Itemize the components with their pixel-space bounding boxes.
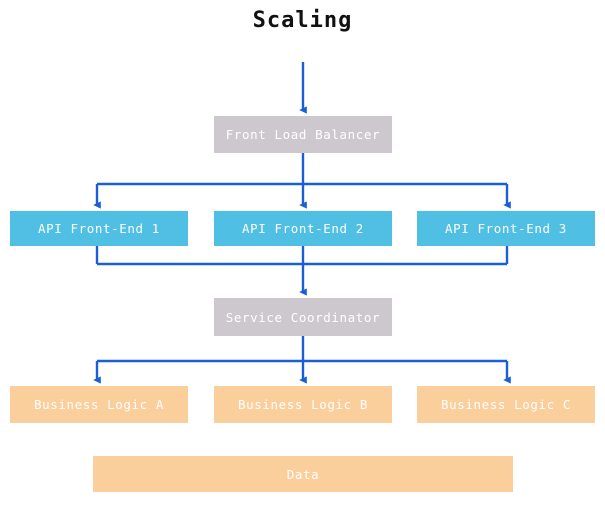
node-data-label: Data xyxy=(286,466,320,482)
diagram-title: Scaling xyxy=(252,8,353,33)
node-business-logic-b[interactable]: Business Logic B xyxy=(214,386,392,423)
node-service-coordinator-label: Service Coordinator xyxy=(225,309,381,325)
node-front-load-balancer[interactable]: Front Load Balancer xyxy=(214,116,392,153)
node-api-front-end-2-label: API Front-End 2 xyxy=(242,221,364,236)
node-api-front-end-3-label: API Front-End 3 xyxy=(445,221,567,236)
node-data[interactable]: Data xyxy=(93,456,513,492)
node-business-logic-c[interactable]: Business Logic C xyxy=(417,386,595,423)
node-service-coordinator[interactable]: Service Coordinator xyxy=(214,298,392,336)
node-api-front-end-3[interactable]: API Front-End 3 xyxy=(417,211,595,246)
node-front-load-balancer-label: Front Load Balancer xyxy=(225,127,381,142)
node-business-logic-a[interactable]: Business Logic A xyxy=(10,386,188,423)
node-business-logic-b-label: Business Logic B xyxy=(237,397,368,412)
node-business-logic-c-label: Business Logic C xyxy=(440,397,571,412)
node-api-front-end-1-label: API Front-End 1 xyxy=(38,221,160,236)
node-api-front-end-2[interactable]: API Front-End 2 xyxy=(214,211,392,246)
node-api-front-end-1[interactable]: API Front-End 1 xyxy=(10,211,188,246)
node-business-logic-a-label: Business Logic A xyxy=(33,397,164,412)
